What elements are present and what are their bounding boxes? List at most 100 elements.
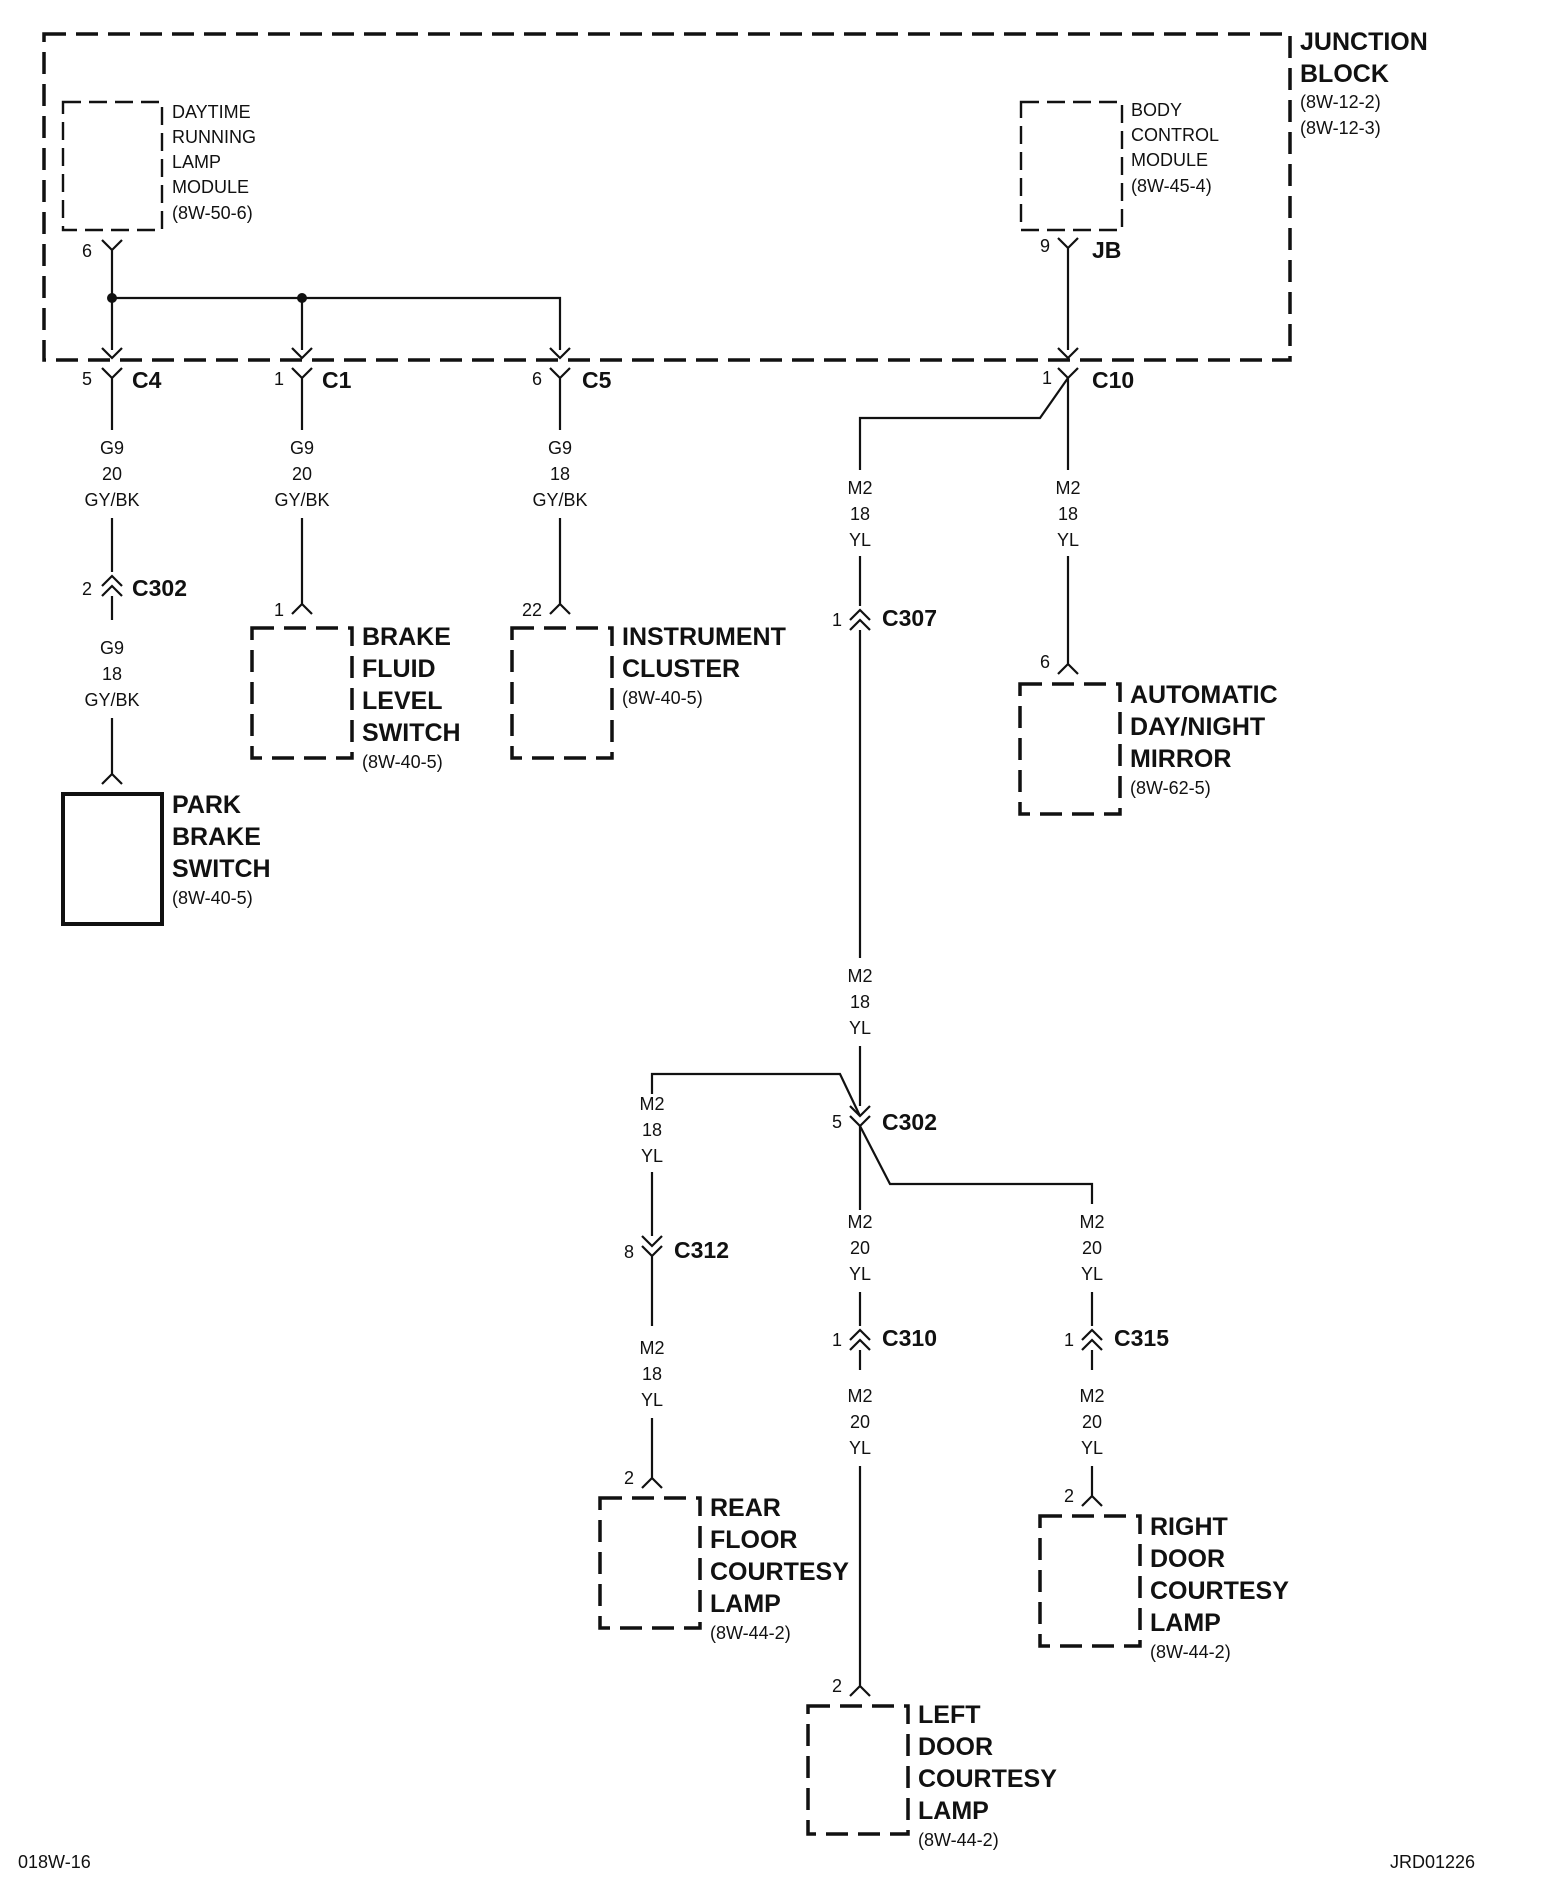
brake-fluid-line-2: FLUID (362, 655, 436, 683)
c315-name: C315 (1114, 1325, 1169, 1351)
c302-left-name: C302 (132, 575, 187, 601)
c302-main-name: C302 (882, 1109, 937, 1135)
c302-left-symbol (101, 574, 123, 620)
c1-wire-2: 20 (292, 464, 312, 484)
c10-left-wire-1: M2 (847, 478, 872, 498)
c307-name: C307 (882, 605, 937, 631)
c302-mid-wire-2: 20 (850, 1238, 870, 1258)
c5-pin: 6 (532, 369, 542, 389)
c4-name: C4 (132, 367, 162, 393)
drl-module-line-4: MODULE (172, 177, 249, 197)
c1-name: C1 (322, 367, 352, 393)
cluster-line-1: INSTRUMENT (622, 623, 786, 651)
park-brake-ref: (8W-40-5) (172, 888, 253, 908)
brake-fluid-line-4: SWITCH (362, 719, 461, 747)
left-door-line-2: DOOR (918, 1733, 993, 1761)
c312-symbol (641, 1235, 663, 1326)
park-brake-line-1: PARK (172, 791, 241, 819)
c10-right-wire-3: YL (1057, 530, 1079, 550)
c310-pin: 1 (832, 1330, 842, 1350)
bcm-line-2: CONTROL (1131, 125, 1219, 145)
bcm-pin: 9 (1040, 236, 1050, 256)
mirror-line-2: DAY/NIGHT (1130, 713, 1265, 741)
drl-module-pin: 6 (82, 241, 92, 261)
c315-pin: 1 (1064, 1330, 1074, 1350)
rear-floor-feed-wire (641, 1418, 663, 1489)
rear-floor-line-1: REAR (710, 1494, 781, 1522)
c5-symbol (549, 367, 571, 430)
right-door-line-1: RIGHT (1150, 1513, 1228, 1541)
c302-left-wire-1: G9 (100, 638, 124, 658)
c10-right-wire-1: M2 (1055, 478, 1080, 498)
mirror-ref: (8W-62-5) (1130, 778, 1211, 798)
mirror-line-3: MIRROR (1130, 745, 1231, 773)
mirror-line-1: AUTOMATIC (1130, 681, 1278, 709)
left-door-line-4: LAMP (918, 1797, 989, 1825)
left-door-line-3: COURTESY (918, 1765, 1057, 1793)
mirror-feed-wire (1057, 556, 1079, 675)
c4-pin: 5 (82, 369, 92, 389)
rear-floor-box (598, 1496, 702, 1630)
splice-dot-1 (107, 293, 117, 303)
right-door-feed-wire (1081, 1466, 1103, 1507)
left-door-feed-wire (849, 1466, 871, 1697)
c10-left-wire-3: YL (849, 530, 871, 550)
rear-floor-pin: 2 (624, 1468, 634, 1488)
right-door-line-4: LAMP (1150, 1609, 1221, 1637)
c310-name: C310 (882, 1325, 937, 1351)
splice-dot-2 (297, 293, 307, 303)
bcm-pin-symbol (1057, 237, 1079, 350)
left-door-pin: 2 (832, 1676, 842, 1696)
park-brake-line-2: BRAKE (172, 823, 261, 851)
c10-symbol (858, 367, 1079, 470)
right-door-box (1038, 1514, 1142, 1648)
brake-fluid-line-3: LEVEL (362, 687, 443, 715)
brake-fluid-pin: 1 (274, 600, 284, 620)
c302-mid-wire-1: M2 (847, 1212, 872, 1232)
bcm-box (1019, 100, 1124, 232)
c302-left-wire-2: 18 (102, 664, 122, 684)
left-door-box (806, 1704, 910, 1836)
junction-block-name-2: BLOCK (1300, 60, 1389, 88)
drl-pin-symbol (101, 239, 123, 262)
c5-wire-3: GY/BK (532, 490, 587, 510)
c307-symbol (849, 608, 871, 958)
c312-wire-1: M2 (639, 1338, 664, 1358)
c312-pin: 8 (624, 1242, 634, 1262)
c302-right-wire-1: M2 (1079, 1212, 1104, 1232)
right-door-pin: 2 (1064, 1486, 1074, 1506)
brake-fluid-ref: (8W-40-5) (362, 752, 443, 772)
c5-wire-2: 18 (550, 464, 570, 484)
rear-in-wire-2: 18 (642, 1120, 662, 1140)
rear-in-wire-1: M2 (639, 1094, 664, 1114)
drl-module-line-3: LAMP (172, 152, 221, 172)
bcm-line-3: MODULE (1131, 150, 1208, 170)
c312-wire-3: YL (641, 1390, 663, 1410)
mirror-box (1018, 682, 1122, 816)
c310-wire-2: 20 (850, 1412, 870, 1432)
park-brake-feed-wire (101, 718, 123, 785)
c10-left-wire-2: 18 (850, 504, 870, 524)
c302-mid-wire-3: YL (849, 1264, 871, 1284)
c307-pin: 1 (832, 610, 842, 630)
c310-wire-1: M2 (847, 1386, 872, 1406)
c307-wire-3: YL (849, 1018, 871, 1038)
c315-wire-1: M2 (1079, 1386, 1104, 1406)
bcm-connector-name: JB (1092, 237, 1121, 263)
cluster-pin: 22 (522, 600, 542, 620)
park-brake-box (61, 792, 164, 926)
c310-symbol (849, 1328, 871, 1370)
c1-symbol (291, 367, 313, 430)
right-door-line-2: DOOR (1150, 1545, 1225, 1573)
c5-arrow (549, 347, 571, 360)
c315-wire-3: YL (1081, 1438, 1103, 1458)
c302-right-wire-3: YL (1081, 1264, 1103, 1284)
drl-module-ref: (8W-50-6) (172, 203, 253, 223)
junction-block-ref-2: (8W-12-3) (1300, 118, 1381, 138)
c302-left-pin: 2 (82, 579, 92, 599)
c4-wire-3: GY/BK (84, 490, 139, 510)
rear-floor-ref: (8W-44-2) (710, 1623, 791, 1643)
c315-wire-2: 20 (1082, 1412, 1102, 1432)
c302-right-wire-2: 20 (1082, 1238, 1102, 1258)
c1-wire-3: GY/BK (274, 490, 329, 510)
